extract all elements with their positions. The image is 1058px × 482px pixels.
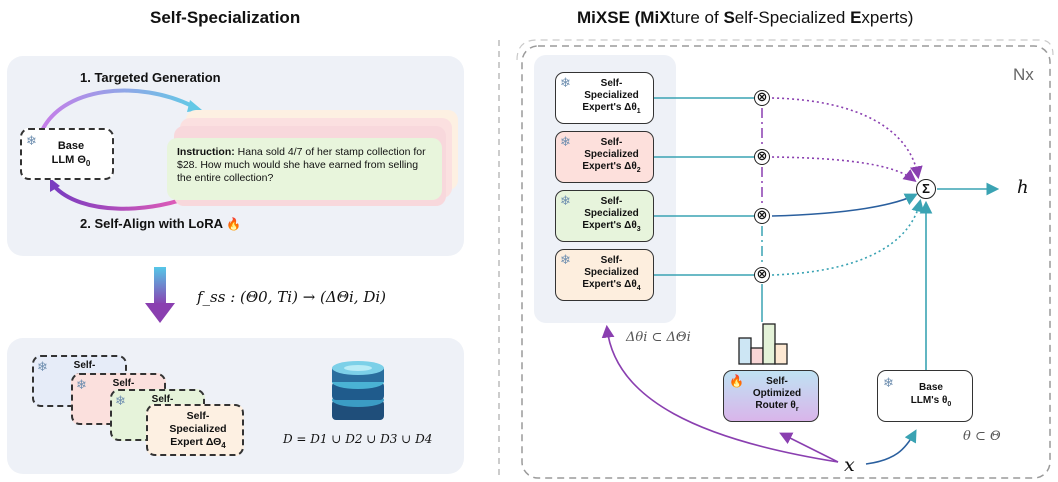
multiply-node-2: ⊗	[754, 149, 770, 165]
expert-4-sub: 4	[221, 441, 226, 451]
base-llm-sub: 0	[85, 159, 91, 169]
base-subset-label: θ ⊂ Θ	[963, 429, 1001, 444]
title-part-8: elf-Specialized	[734, 8, 851, 27]
router-line2: Optimized	[752, 388, 802, 399]
step-targeted-generation: 1. Targeted Generation	[80, 70, 221, 85]
expert-2-line2: Specialized	[584, 149, 639, 160]
title-part-1: Mi	[577, 8, 596, 27]
multiply-node-4: ⊗	[754, 267, 770, 283]
dataset-formula: D = D1 ∪ D2 ∪ D3 ∪ D4	[283, 432, 433, 446]
title-part-10: xperts)	[861, 8, 914, 27]
instruction-card: Instruction: Hana sold 4/7 of her stamp …	[167, 138, 442, 200]
expert-4-line3: Expert ΔΘ	[170, 436, 222, 448]
sum-node: Σ	[916, 179, 936, 199]
step-self-align-label: 2. Self-Align with LoRA	[80, 216, 223, 231]
router-line1: Self-	[766, 376, 788, 387]
expert-card-4: Self- Specialized Expert ΔΘ4	[146, 404, 244, 456]
title-part-3: SE (	[607, 8, 641, 27]
expert-4-line1: Self-	[186, 410, 210, 422]
multiply-node-1: ⊗	[754, 90, 770, 106]
expert-3-fragment-1: Self-	[151, 394, 174, 405]
expert-4r-sub: 4	[636, 285, 641, 292]
title-part-7: S	[723, 8, 735, 27]
router-histogram-icon	[738, 323, 788, 365]
instruction-text: Hana sold 4/7 of her stamp collection fo…	[177, 146, 426, 184]
router-sub: r	[795, 406, 799, 413]
expert-3-line1: Self-	[600, 196, 623, 207]
fire-icon: 🔥	[226, 217, 242, 231]
expert-3-line2: Specialized	[584, 208, 639, 219]
input-x: x	[844, 454, 855, 476]
multiply-node-3: ⊗	[754, 208, 770, 224]
expert-2-sub: 2	[636, 167, 641, 174]
database-icon	[332, 361, 384, 420]
base-llm-line1: Base	[57, 140, 85, 152]
snowflake-icon: ❄	[115, 393, 126, 408]
expert-2-line3: Expert's Δθ	[582, 161, 637, 172]
snowflake-icon: ❄	[37, 359, 48, 374]
instruction-label: Instruction:	[177, 146, 235, 158]
right-title: MiXSE (MiXture of Self-Specialized Exper…	[577, 8, 913, 28]
expert-1-line2: Specialized	[584, 90, 639, 101]
expert-1-line1: Self-	[600, 78, 623, 89]
left-title: Self-Specialization	[150, 8, 301, 27]
expert-2-line1: Self-	[600, 137, 623, 148]
router-line3: Router θ	[755, 400, 796, 411]
expert-1-sub: 1	[636, 108, 641, 115]
targeted-generation-arrow	[38, 88, 193, 136]
down-arrow	[145, 267, 175, 323]
snowflake-icon: ❄	[26, 133, 37, 148]
expert-2-fragment-1: Self-	[112, 378, 135, 389]
title-part-4: Mi	[640, 8, 660, 27]
snowflake-icon: ❄	[883, 375, 894, 390]
divider	[498, 40, 500, 480]
base-right-line2: LLM's θ	[910, 395, 948, 406]
self-align-arrowhead	[50, 178, 60, 192]
title-part-6: ture of	[670, 8, 724, 27]
expert-4-line2: Specialized	[169, 423, 227, 435]
expert-subset-label: Δθi ⊂ ΔΘi	[626, 330, 691, 345]
output-h: h	[1017, 177, 1029, 198]
targeted-generation-arrowhead	[187, 100, 202, 112]
base-right-line1: Base	[919, 382, 943, 393]
base-llm-line2: LLM Θ	[51, 154, 86, 166]
step-self-align: 2. Self-Align with LoRA 🔥	[80, 216, 241, 231]
nx-label: Nx	[1013, 65, 1034, 84]
snowflake-icon: ❄	[560, 252, 571, 267]
expert-3-sub: 3	[636, 226, 641, 233]
snowflake-icon: ❄	[560, 134, 571, 149]
expert-1-fragment-1: Self-	[73, 360, 96, 371]
expert-4r-line3: Expert's Δθ	[582, 279, 637, 290]
expert-3-line3: Expert's Δθ	[582, 220, 637, 231]
title-part-5: X	[659, 8, 671, 27]
expert-4r-line2: Specialized	[584, 267, 639, 278]
base-llm-box: ❄ Base LLM Θ0	[20, 128, 114, 180]
fire-icon: 🔥	[729, 374, 744, 388]
expert-4r-line1: Self-	[600, 255, 623, 266]
snowflake-icon: ❄	[560, 75, 571, 90]
snowflake-icon: ❄	[76, 377, 87, 392]
title-part-9: E	[850, 8, 862, 27]
self-specialization-formula: f_ss : (Θ0, Ti) → (ΔΘi, Di)	[197, 288, 387, 306]
expert-1-line3: Expert's Δθ	[582, 102, 637, 113]
snowflake-icon: ❄	[560, 193, 571, 208]
title-part-2: X	[595, 8, 608, 27]
base-right-sub: 0	[947, 401, 952, 408]
